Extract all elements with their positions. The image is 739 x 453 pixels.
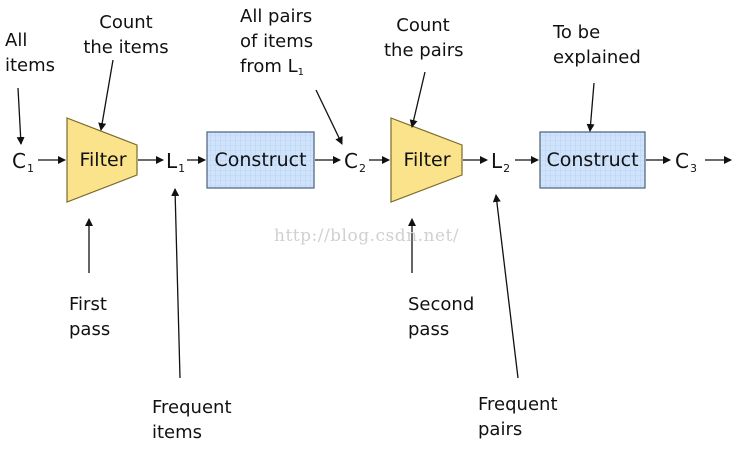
symbol-c2: C2 <box>344 149 366 175</box>
arrow-to-be-explained <box>586 82 595 132</box>
arrow-all-pairs <box>315 89 343 145</box>
watermark: http://blog.csdn.net/ <box>274 226 460 246</box>
symbol-c3: C3 <box>675 149 697 175</box>
filter-2-label: Filter <box>403 149 451 171</box>
symbol-c1: C1 <box>12 149 34 175</box>
label-all-pairs: All pairs of items from L1 <box>240 6 314 78</box>
arrow-frequent-pairs <box>492 194 519 379</box>
symbol-l1: L1 <box>166 149 186 175</box>
symbol-l2: L2 <box>491 149 511 175</box>
arrow-count-items <box>98 59 114 131</box>
construct-1-label: Construct <box>214 149 307 171</box>
filter-1-label: Filter <box>79 149 127 171</box>
filter-1-shape <box>66 117 138 203</box>
construct-2-label: Construct <box>546 149 639 171</box>
construct-1-shape <box>206 131 315 189</box>
arrow-all-items <box>16 87 25 145</box>
construct-2-shape <box>539 131 646 189</box>
filter-2-shape <box>390 117 463 203</box>
arrow-frequent-items <box>171 188 181 379</box>
arrow-count-pairs <box>409 71 426 128</box>
